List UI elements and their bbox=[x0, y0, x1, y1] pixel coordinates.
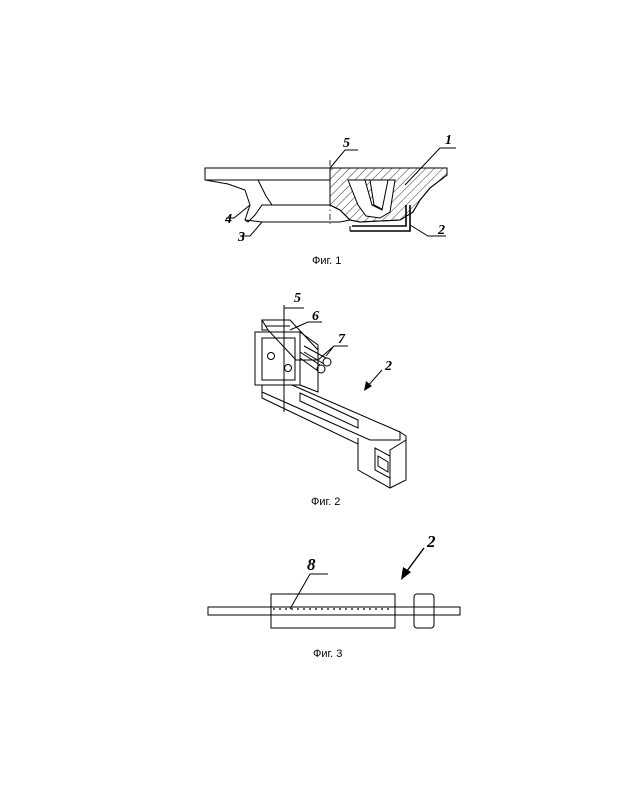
arrow-2-head bbox=[401, 567, 411, 580]
sleeve-body bbox=[270, 593, 396, 629]
shaft bbox=[207, 606, 461, 616]
arm-lower bbox=[261, 392, 359, 445]
figure-3: 8 2 bbox=[207, 532, 461, 629]
leader-6 bbox=[289, 321, 322, 331]
screw-hole-right bbox=[284, 364, 292, 372]
end-block-side bbox=[389, 439, 407, 488]
figure-2: 5 6 7 2 bbox=[254, 291, 407, 489]
bracket-2 bbox=[350, 205, 411, 232]
label-5: 5 bbox=[294, 291, 301, 306]
leader-3 bbox=[240, 221, 263, 237]
stud-7a-head bbox=[316, 364, 326, 374]
label-2: 2 bbox=[437, 223, 445, 238]
figure-1: 1 5 4 3 2 bbox=[204, 133, 456, 245]
leader-4 bbox=[226, 204, 251, 219]
label-4: 4 bbox=[224, 212, 232, 227]
screw-hole-left bbox=[267, 352, 275, 360]
label-2: 2 bbox=[426, 532, 436, 551]
wheel-inner-contour bbox=[205, 179, 273, 206]
collar bbox=[413, 593, 435, 629]
end-block-face bbox=[374, 447, 391, 479]
figure-1-caption: Фиг. 1 bbox=[312, 255, 342, 267]
plate-6-edge bbox=[261, 320, 290, 331]
end-block bbox=[357, 431, 407, 489]
stud-7a bbox=[299, 351, 321, 372]
figure-2-caption: Фиг. 2 bbox=[311, 496, 341, 508]
wheel-bottom bbox=[244, 219, 351, 223]
label-1: 1 bbox=[445, 133, 452, 148]
leader-2 bbox=[409, 224, 446, 237]
leader-1 bbox=[404, 147, 456, 186]
flange-groove bbox=[347, 179, 396, 219]
label-2: 2 bbox=[384, 359, 392, 374]
label-6: 6 bbox=[312, 309, 319, 324]
side-plate bbox=[299, 331, 319, 393]
label-7: 7 bbox=[338, 332, 346, 347]
long-arm bbox=[261, 384, 401, 441]
figure-3-caption: Фиг. 3 bbox=[313, 648, 343, 660]
arrow-2-head bbox=[364, 381, 372, 391]
arm-rail bbox=[299, 392, 359, 429]
label-3: 3 bbox=[237, 230, 245, 245]
label-8: 8 bbox=[307, 555, 316, 574]
leader-7 bbox=[317, 345, 348, 361]
label-5: 5 bbox=[343, 136, 350, 151]
leader-5 bbox=[329, 149, 358, 169]
stud-7b-head bbox=[322, 357, 332, 367]
leader-8 bbox=[289, 573, 328, 610]
